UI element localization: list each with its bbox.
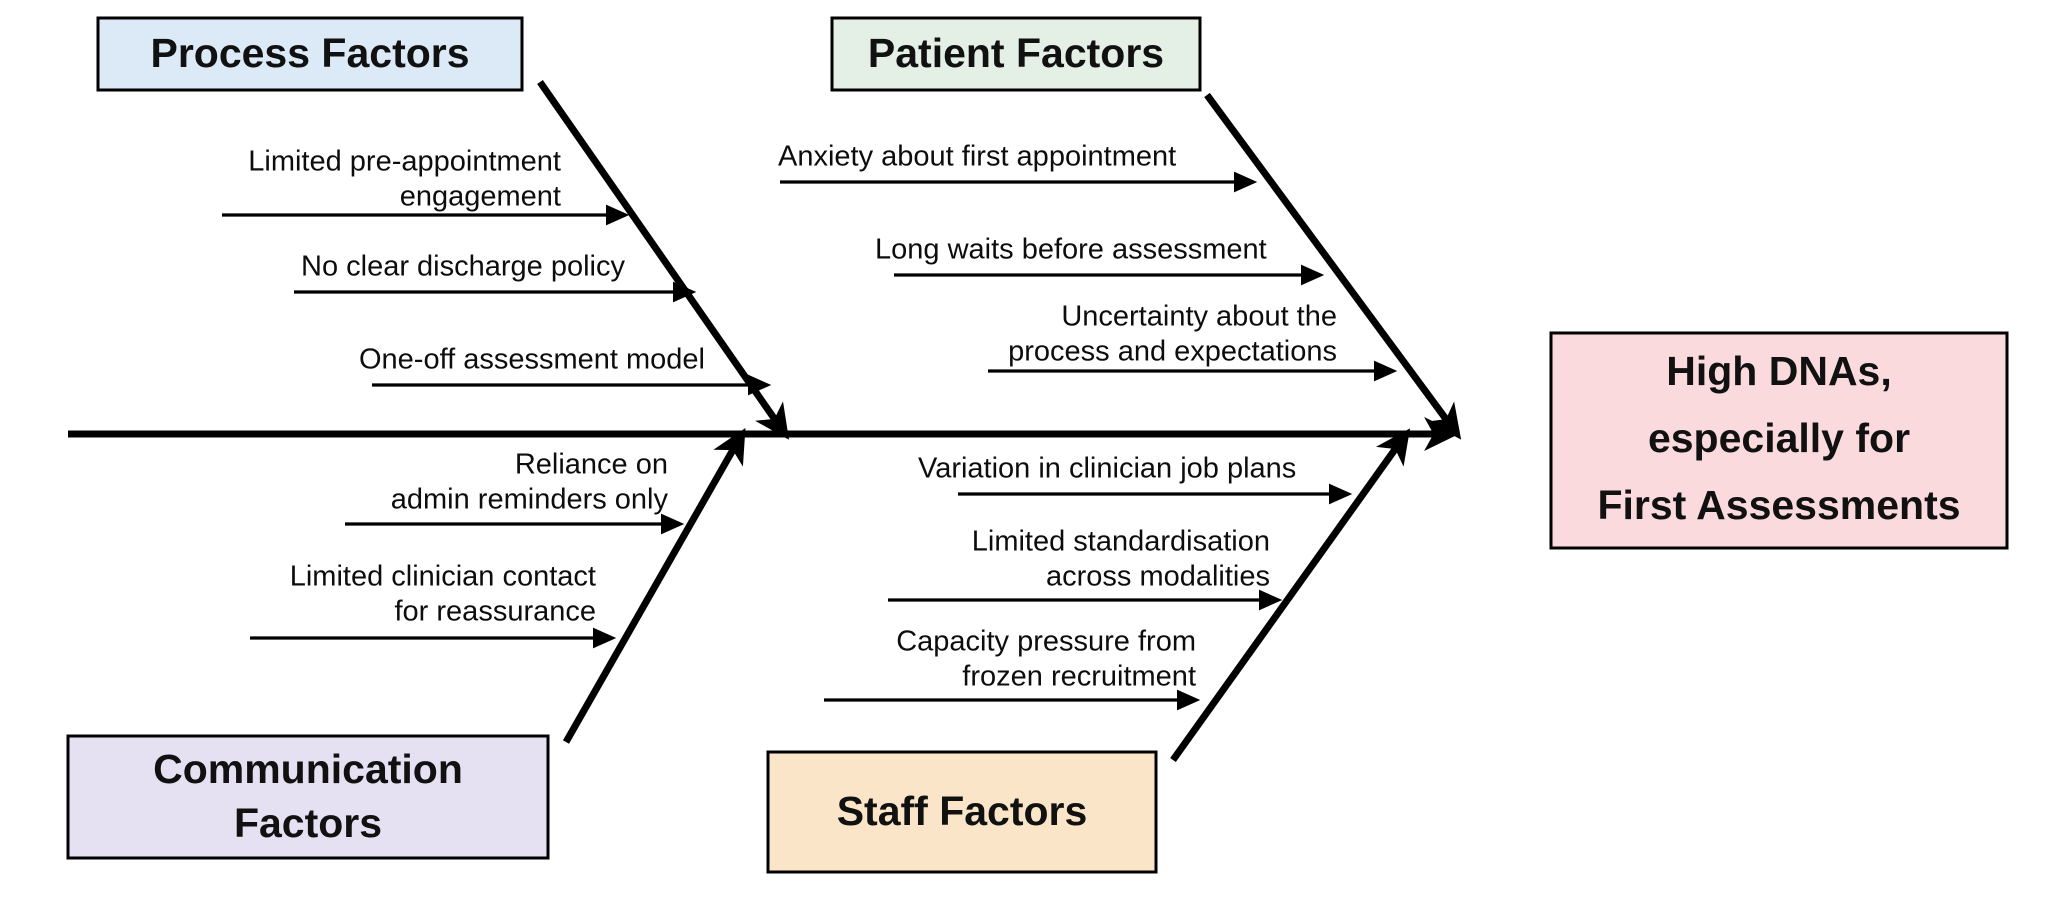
communication-cause-1-line-2: admin reminders only xyxy=(391,484,669,516)
category-staff-bone xyxy=(1170,428,1411,763)
communication-cause-1-line-1: Reliance on xyxy=(515,449,668,481)
process-cause-1[interactable]: Limited pre-appointment engagement xyxy=(222,146,630,226)
communication-cause-2[interactable]: Limited clinician contact for reassuranc… xyxy=(250,561,617,649)
process-cause-3-line-1: One-off assessment model xyxy=(359,344,705,376)
staff-cause-1-line-1: Variation in clinician job plans xyxy=(918,453,1296,485)
category-process-box xyxy=(96,16,524,92)
patient-cause-3-line-1: Uncertainty about the xyxy=(1061,301,1337,333)
category-patient-bone xyxy=(1204,92,1462,440)
staff-cause-2[interactable]: Limited standardisation across modalitie… xyxy=(888,526,1283,611)
patient-cause-1[interactable]: Anxiety about first appointment xyxy=(778,141,1258,193)
category-process[interactable]: Process Factors Limited pre-appointment … xyxy=(96,16,789,440)
process-cause-2-line-1: No clear discharge policy xyxy=(301,251,625,283)
category-communication-label-line-1: Communication xyxy=(153,746,463,792)
category-patient-box xyxy=(830,16,1202,92)
category-staff[interactable]: Staff Factors Variation in clinician job… xyxy=(766,428,1411,874)
category-communication-box xyxy=(66,734,550,860)
category-process-bone xyxy=(537,80,789,440)
effect-line-2: especially for xyxy=(1648,415,1910,461)
patient-cause-3-line-2: process and expectations xyxy=(1008,336,1337,368)
effect-box-rect xyxy=(1549,331,2009,550)
effect-line-1: High DNAs, xyxy=(1666,348,1892,394)
process-cause-3[interactable]: One-off assessment model xyxy=(359,344,772,396)
communication-cause-2-line-2: for reassurance xyxy=(395,596,597,628)
process-cause-2[interactable]: No clear discharge policy xyxy=(294,251,697,303)
staff-cause-3-line-2: frozen recruitment xyxy=(962,661,1196,693)
staff-cause-2-line-1: Limited standardisation xyxy=(972,526,1270,558)
category-patient[interactable]: Patient Factors Anxiety about first appo… xyxy=(778,16,1462,440)
patient-cause-1-line-1: Anxiety about first appointment xyxy=(778,141,1176,173)
process-cause-1-line-1: Limited pre-appointment xyxy=(248,146,561,178)
effect-box[interactable]: High DNAs, especially for First Assessme… xyxy=(1549,331,2009,550)
staff-cause-3-line-1: Capacity pressure from xyxy=(896,626,1196,658)
staff-cause-3[interactable]: Capacity pressure from frozen recruitmen… xyxy=(824,626,1201,711)
communication-cause-2-line-1: Limited clinician contact xyxy=(290,561,596,593)
category-staff-label: Staff Factors xyxy=(837,788,1088,834)
effect-line-3: First Assessments xyxy=(1597,482,1960,528)
category-communication-label-line-2: Factors xyxy=(234,800,382,846)
patient-cause-3[interactable]: Uncertainty about the process and expect… xyxy=(988,301,1398,382)
communication-cause-1[interactable]: Reliance on admin reminders only xyxy=(345,449,685,535)
category-process-label: Process Factors xyxy=(150,30,469,76)
category-communication-bone xyxy=(562,427,746,744)
category-staff-box xyxy=(766,750,1158,874)
staff-cause-2-line-2: across modalities xyxy=(1046,561,1270,593)
patient-cause-2[interactable]: Long waits before assessment xyxy=(875,234,1325,286)
category-communication[interactable]: Communication Factors Reliance on admin … xyxy=(66,427,746,860)
staff-cause-1[interactable]: Variation in clinician job plans xyxy=(918,453,1353,505)
patient-cause-2-line-1: Long waits before assessment xyxy=(875,234,1267,266)
process-cause-1-line-2: engagement xyxy=(400,181,561,213)
category-patient-label: Patient Factors xyxy=(868,30,1164,76)
